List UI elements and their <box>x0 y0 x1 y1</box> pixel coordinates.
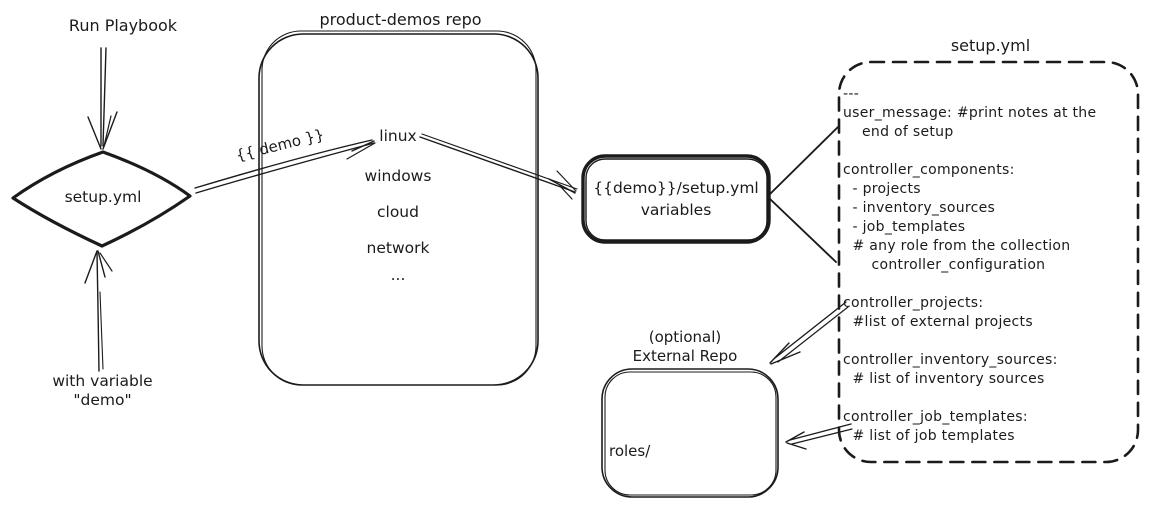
product-demos-repo-box <box>258 30 539 386</box>
yaml-line: controller_projects: <box>843 295 984 311</box>
yaml-line: - job_templates <box>843 219 966 235</box>
repo-item-network: network <box>366 239 430 257</box>
setup-yml-title: setup.yml <box>950 36 1031 55</box>
yaml-line: controller_inventory_sources: <box>843 352 1058 368</box>
yaml-line: # any role from the collection <box>843 238 1071 254</box>
yaml-line: controller_components: <box>843 162 1015 178</box>
external-repo-label: (optional) External Repo <box>615 328 755 366</box>
job-templates-to-external-arrow <box>785 423 853 450</box>
projects-to-external-arrow <box>769 301 849 365</box>
setup-diamond <box>11 150 192 248</box>
with-variable-arrow <box>84 250 113 372</box>
with-variable-line1: with variable <box>52 372 153 390</box>
with-variable-label: with variable "demo" <box>30 372 175 410</box>
variables-box-shape <box>581 154 771 244</box>
yaml-line: controller_configuration <box>843 257 1046 273</box>
external-repo-contents: roles/ playbooks/ .... <box>609 399 690 505</box>
setup-yml-dashed-box <box>837 60 1140 464</box>
variables-box-label: {{demo}}/setup.yml variables <box>583 156 769 242</box>
external-repo-label-line2: External Repo <box>632 347 738 365</box>
run-playbook-label: Run Playbook <box>68 16 178 35</box>
setup-diamond-label: setup.yml <box>64 188 142 206</box>
yaml-line: end of setup <box>843 124 954 140</box>
yaml-line: # list of inventory sources <box>843 371 1045 387</box>
variables-box-line1: {{demo}}/setup.yml <box>593 179 759 197</box>
external-repo-roles: roles/ <box>609 442 651 460</box>
yaml-line: #list of external projects <box>843 314 1033 330</box>
product-demos-repo-title: product-demos repo <box>319 10 482 29</box>
variables-box-line2: variables <box>640 201 712 219</box>
repo-item-windows: windows <box>364 167 432 185</box>
repo-item-ellipsis: ... <box>390 266 406 284</box>
repo-item-cloud: cloud <box>377 203 419 221</box>
yaml-line <box>843 142 1096 161</box>
variables-fan-lines <box>769 126 839 263</box>
demo-arrow <box>194 139 376 194</box>
external-repo-label-line1: (optional) <box>648 328 722 346</box>
external-repo-box-shape <box>601 368 779 498</box>
yaml-line: - inventory_sources <box>843 200 996 216</box>
yaml-line: # list of job templates <box>843 428 1015 444</box>
yaml-line <box>843 275 1096 294</box>
linux-to-variables-arrow <box>419 133 578 200</box>
yaml-line <box>843 389 1096 408</box>
setup-yml-code: --- user_message: #print notes at the en… <box>843 85 1096 446</box>
yaml-line: user_message: #print notes at the <box>843 105 1097 121</box>
yaml-line: controller_job_templates: <box>843 409 1028 425</box>
repo-item-linux: linux <box>379 127 417 145</box>
with-variable-line2: "demo" <box>73 391 132 409</box>
yaml-line: --- <box>843 86 860 102</box>
yaml-line: - projects <box>843 181 921 197</box>
yaml-line <box>843 332 1096 351</box>
run-playbook-arrow <box>87 47 118 150</box>
